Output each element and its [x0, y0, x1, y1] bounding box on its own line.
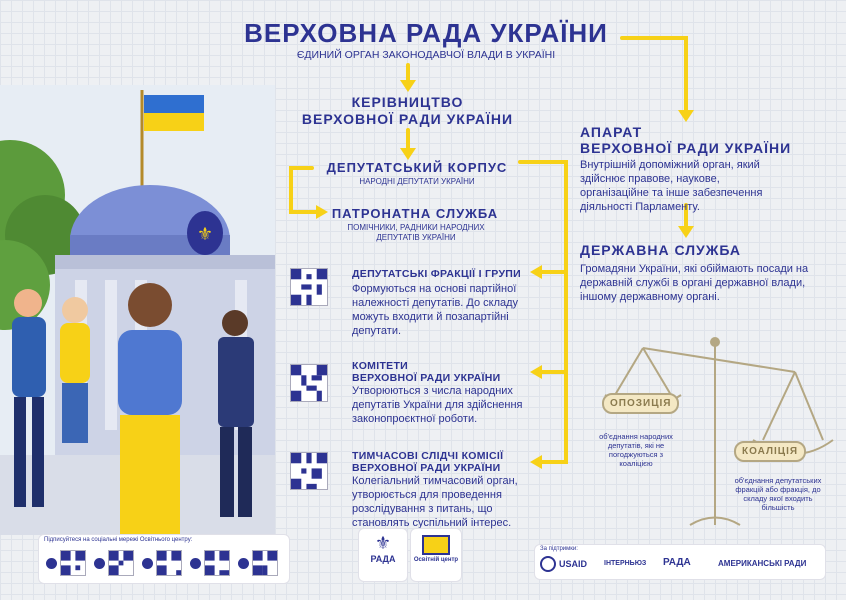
committees-description: Утворюються з числа народних депутатів У…	[352, 385, 523, 425]
committees-heading: КОМІТЕТИ ВЕРХОВНОЇ РАДИ УКРАЇНИ	[352, 360, 500, 384]
parliament-illustration: ⚜	[0, 85, 275, 535]
opposition-badge: ОПОЗИЦІЯ	[602, 393, 680, 414]
usaid-logo: USAID	[540, 556, 587, 572]
opposition-note: об'єднання народних депутатів, які не по…	[599, 432, 673, 468]
internews-logo: ІНТЕРНЬЮЗ	[604, 560, 647, 567]
patronage-subtitle: ПОМІЧНИКИ, РАДНИКИ НАРОДНИХ ДЕПУТАТІВ УК…	[347, 223, 485, 242]
apparatus-description: Внутрішній допоміжний орган, який здійсн…	[580, 159, 763, 213]
apparatus-heading: АПАРАТ ВЕРХОВНОЇ РАДИ УКРАЇНИ	[580, 124, 840, 156]
commissions-heading: ТИМЧАСОВІ СЛІДЧІ КОМІСІЇ ВЕРХОВНОЇ РАДИ …	[352, 450, 503, 474]
civil-service-description: Громадяни України, які обіймають посади …	[580, 263, 809, 303]
youtube-icon[interactable]	[238, 558, 249, 569]
committees-line2: ВЕРХОВНОЇ РАДИ УКРАЇНИ	[352, 372, 501, 384]
leadership-line1: КЕРІВНИЦТВО	[351, 94, 464, 110]
american-houses-logo: АМЕРИКАНСЬКІ РАДИ	[718, 559, 807, 568]
edu-center-logo-text: Освітній центр	[413, 557, 459, 563]
svg-text:⚜: ⚜	[197, 224, 213, 245]
committees-qr-code[interactable]	[290, 364, 328, 402]
factions-qr-code[interactable]	[290, 268, 328, 306]
youtube-qr-code[interactable]	[252, 550, 278, 576]
telegram-icon[interactable]	[94, 558, 105, 569]
partners-panel	[534, 544, 826, 580]
patronage-heading: ПАТРОНАТНА СЛУЖБА	[331, 206, 499, 221]
social-caption: Підписуйтеся на соціальні мережі Освітнь…	[44, 537, 193, 543]
commissions-line2: ВЕРХОВНОЇ РАДИ УКРАЇНИ	[352, 462, 501, 474]
instagram-icon[interactable]	[142, 558, 153, 569]
factions-description: Формуються на основі партійної належност…	[352, 283, 519, 337]
factions-heading: ДЕПУТАТСЬКІ ФРАКЦІЇ І ГРУПИ	[352, 268, 521, 280]
coalition-badge: КОАЛІЦІЯ	[734, 441, 807, 462]
commissions-qr-code[interactable]	[290, 452, 328, 490]
commissions-description: Колегіальний тимчасовий орган, утворюєть…	[352, 475, 518, 529]
usaid-seal-icon	[540, 556, 556, 572]
page-title: ВЕРХОВНА РАДА УКРАЇНИ	[244, 18, 608, 48]
civil-service-heading: ДЕРЖАВНА СЛУЖБА	[580, 242, 742, 258]
rada-partner-logo: РАДА	[663, 557, 691, 568]
usaid-logo-text: USAID	[559, 559, 588, 569]
coalition-note: об'єднання депутатських фракцій або фрак…	[734, 476, 822, 512]
apparatus-line1: АПАРАТ	[580, 124, 643, 140]
instagram-qr-code[interactable]	[156, 550, 182, 576]
leadership-line2: ВЕРХОВНОЇ РАДИ УКРАЇНИ	[301, 111, 514, 127]
deputies-subtitle: НАРОДНІ ДЕПУТАТИ УКРАЇНИ	[359, 177, 475, 186]
facebook-icon[interactable]	[46, 558, 57, 569]
edu-center-logo-box: Освітній центр	[410, 528, 462, 582]
committees-line1: КОМІТЕТИ	[352, 360, 409, 372]
rada-logo-box: ⚜ РАДА	[358, 528, 408, 582]
edu-center-house-icon	[422, 535, 450, 555]
support-caption: За підтримки:	[540, 546, 578, 552]
rada-logo-text: РАДА	[370, 554, 396, 564]
page-subtitle: ЄДИНИЙ ОРГАН ЗАКОНОДАВЧОЇ ВЛАДИ В УКРАЇН…	[296, 49, 556, 61]
leadership-heading: КЕРІВНИЦТВО ВЕРХОВНОЇ РАДИ УКРАЇНИ	[275, 94, 540, 128]
trident-icon: ⚜	[374, 533, 392, 554]
viber-icon[interactable]	[190, 558, 201, 569]
telegram-qr-code[interactable]	[108, 550, 134, 576]
commissions-line1: ТИМЧАСОВІ СЛІДЧІ КОМІСІЇ	[352, 450, 504, 462]
deputies-heading: ДЕПУТАТСЬКИЙ КОРПУС	[326, 160, 508, 175]
facebook-qr-code[interactable]	[60, 550, 86, 576]
viber-qr-code[interactable]	[204, 550, 230, 576]
apparatus-line2: ВЕРХОВНОЇ РАДИ УКРАЇНИ	[580, 140, 792, 156]
